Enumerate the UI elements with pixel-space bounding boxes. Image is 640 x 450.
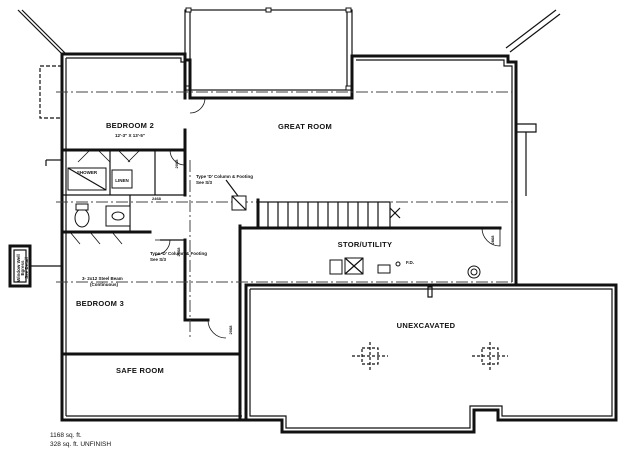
utility-fixtures <box>329 257 481 279</box>
room-great-room: GREAT ROOM <box>278 122 332 131</box>
door-tag-4: 2068 <box>228 325 233 335</box>
room-bedroom-2-dims: 12'-3" X 13'-5" <box>115 133 145 138</box>
bath-fixtures <box>67 167 133 228</box>
doors <box>69 97 501 339</box>
door-tag-2: 2468 <box>152 196 162 201</box>
shower-label: SHOWER <box>77 170 98 175</box>
door-tag-5: 2868 <box>490 235 495 245</box>
toilet <box>74 208 90 228</box>
beam-note-sub: (Continuous) <box>90 282 118 287</box>
stairs <box>231 195 401 230</box>
column-footing-note-1: Type 'D' Column & Footing <box>196 174 253 179</box>
unfinished-area: 328 sq. ft. UNFINISH <box>50 441 111 448</box>
pier-footing-1 <box>352 342 388 370</box>
site-lines <box>17 9 561 55</box>
beam-note: 3- 2x12 Steel Beam <box>82 276 123 281</box>
egress-note-3: See Detail <box>24 257 29 279</box>
finished-area: 1168 sq. ft. <box>50 432 82 439</box>
room-safe-room: SAFE ROOM <box>116 366 164 375</box>
column-footing-note-1-sub: See S/3 <box>196 180 213 185</box>
column-footing-note-2: Type 'D' Column & Footing <box>150 251 207 256</box>
right-notch <box>516 123 537 196</box>
door-tag-1: 2068 <box>174 159 179 169</box>
door-tag-3: 2068 <box>176 247 181 257</box>
linen-label: LINEN <box>115 178 129 183</box>
egress-note-2: Egress <box>20 260 25 276</box>
egress-window-well: Window Well Egress See Detail <box>8 244 62 288</box>
room-bedroom-3: BEDROOM 3 <box>76 299 124 308</box>
linen-closet <box>111 169 133 189</box>
deck <box>184 7 353 91</box>
pier-footing-2 <box>472 342 508 370</box>
room-bedroom-2: BEDROOM 2 <box>106 121 154 130</box>
room-unexcavated: UNEXCAVATED <box>397 321 456 330</box>
water-heater <box>329 259 343 275</box>
room-stor-utility: STOR/UTILITY <box>338 240 393 249</box>
unexcavated-area <box>244 283 618 434</box>
interior-walls <box>60 52 242 422</box>
egress-note-1: Window Well <box>16 254 21 282</box>
floor-drain-label: F.D. <box>406 260 414 265</box>
bay-left <box>39 65 62 166</box>
column-footing-note-2-sub: See S/3 <box>150 257 167 262</box>
